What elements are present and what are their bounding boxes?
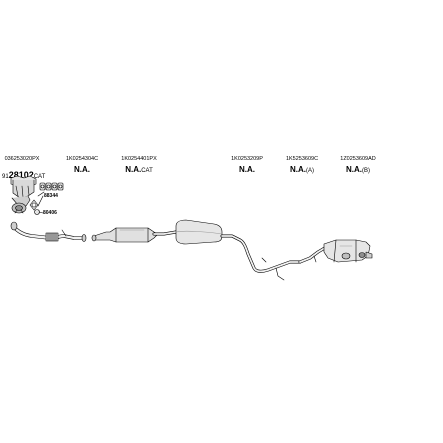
part-number-rear-silencer-b: 1Z0253609AD [340, 156, 376, 162]
part-status-catalyst: N.A.CAT [125, 165, 153, 174]
part-label-catalyst: 1K0254401PX N.A.CAT [121, 156, 156, 177]
part-label-manifold: 036253020PX [5, 156, 40, 163]
small-part-label-b: 80406 [43, 210, 57, 216]
part-status-middle-silencer: N.A. [239, 165, 255, 174]
part-label-front-pipe: 1K0254304C N.A. [66, 156, 98, 177]
flange-gasket [29, 195, 44, 215]
part-label-rear-silencer-b: 1Z0253609AD N.A.(B) [340, 156, 375, 177]
gasket-set [37, 182, 64, 197]
catalytic-converter [91, 227, 159, 243]
part-status-front-pipe: N.A. [74, 165, 90, 174]
part-label-rear-silencer-a: 1K5253609C N.A.(A) [286, 156, 318, 177]
part-label-middle-silencer: 1K0253209P N.A. [231, 156, 263, 177]
part-status-rear-silencer-a: N.A.(A) [290, 165, 314, 174]
part-number-middle-silencer: 1K0253209P [231, 156, 263, 162]
rear-silencer [298, 239, 373, 264]
small-part-label-a: 88344 [44, 193, 58, 199]
part-number-manifold: 036253020PX [4, 156, 40, 162]
part-number-catalyst: 1K0254401PX [121, 156, 157, 162]
middle-silencer [152, 219, 302, 281]
exhaust-manifold [10, 175, 37, 214]
part-number-front-pipe: 1K0254304C [65, 156, 99, 162]
part-status-rear-silencer-b: N.A.(B) [345, 165, 370, 174]
part-status-manifold: 9128102CAT [2, 170, 46, 180]
front-pipe [10, 221, 87, 242]
part-number-rear-silencer-a: 1K5253609C [285, 156, 319, 162]
